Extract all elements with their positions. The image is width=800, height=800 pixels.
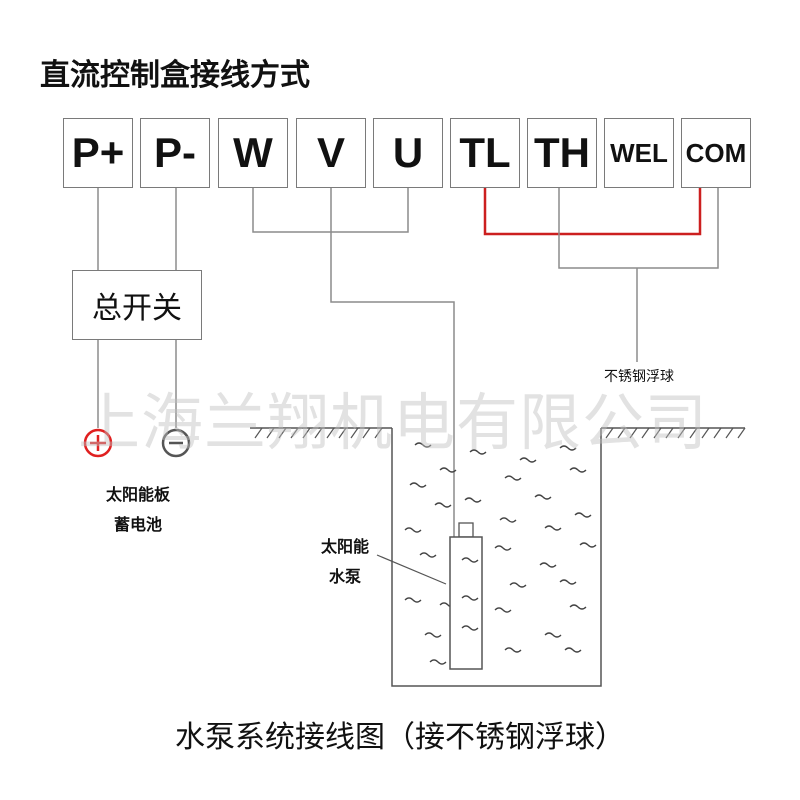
terminal-v: V [296,118,366,188]
terminal-wel: WEL [604,118,674,188]
battery-label-line1: 太阳能板 [105,485,170,504]
pump-label: 太阳能 水泵 [305,532,385,592]
diagram-caption: 水泵系统接线图（接不锈钢浮球） [175,720,625,755]
terminal-u: U [373,118,443,188]
well-shaft [391,428,602,687]
float-switch-label: 不锈钢浮球 [604,369,674,385]
red-jumper-tl-com [483,188,702,236]
battery-label-line2: 蓄电池 [113,515,162,534]
pump-cap [458,522,474,538]
main-switch: 总开关 [72,270,202,340]
pump-label-line2: 水泵 [328,567,361,586]
terminal-th: TH [527,118,597,188]
water-ripples [404,442,597,665]
terminal-w: W [218,118,288,188]
diagram-title: 直流控制盒接线方式 [40,58,310,93]
wire-float-bus [558,188,719,269]
pump-body [449,536,483,670]
battery-label: 太阳能板 蓄电池 [88,480,188,540]
terminal-p-plus: P+ [63,118,133,188]
terminal-tl: TL [450,118,520,188]
pump-leader-line [376,554,447,585]
terminal-com: COM [681,118,751,188]
wire-pump-feed [330,188,455,540]
terminal-p-minus: P- [140,118,210,188]
pump-label-line1: 太阳能 [320,537,369,556]
